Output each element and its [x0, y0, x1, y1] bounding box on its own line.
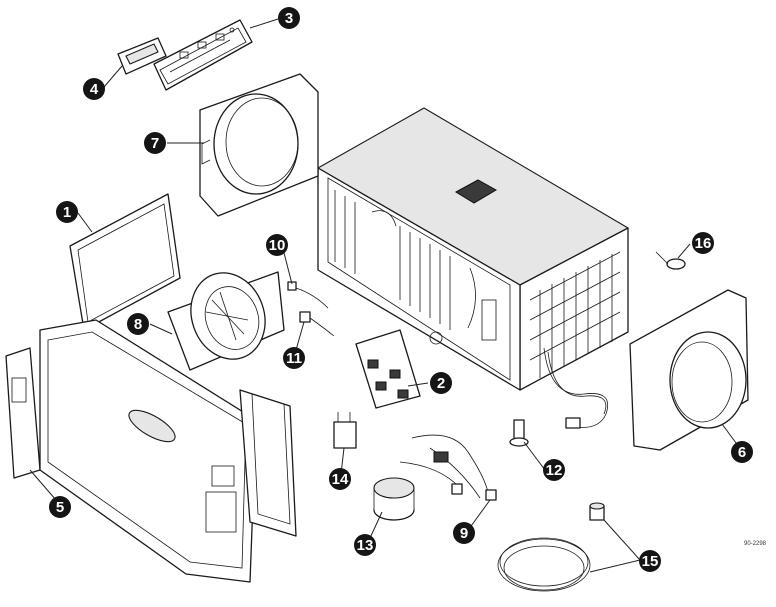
- callout-14: 14: [329, 468, 351, 490]
- callout-1-label: 1: [63, 204, 71, 221]
- callout-8-circle: [127, 313, 149, 335]
- front-duct-collar: [199, 73, 319, 217]
- front-cover-panel: [39, 319, 297, 583]
- callout-15-circle: [639, 550, 661, 572]
- callout-5-label: 5: [56, 499, 64, 516]
- callout-14-label: 14: [332, 471, 349, 488]
- callout-16: 16: [692, 232, 714, 254]
- callout-6-circle: [731, 441, 753, 463]
- callout-7-circle: [144, 132, 166, 154]
- rear-duct-collar: [629, 289, 749, 451]
- filter: [69, 193, 181, 331]
- callout-12-label: 12: [546, 462, 563, 479]
- callout-12: 12: [543, 459, 565, 481]
- callout-2: 2: [430, 372, 452, 394]
- callout-6-label: 6: [738, 444, 746, 461]
- callout-9-circle: [453, 522, 475, 544]
- small-capacitor: [333, 412, 357, 449]
- callout-8: 8: [127, 313, 149, 335]
- callout-13-label: 13: [357, 537, 374, 554]
- blower-assembly: [167, 271, 285, 371]
- callout-15: 15: [639, 550, 661, 572]
- callout-7-label: 7: [151, 135, 159, 152]
- callout-7: 7: [144, 132, 166, 154]
- callout-16-circle: [692, 232, 714, 254]
- callout-2-label: 2: [437, 375, 445, 392]
- run-capacitor: [373, 477, 415, 521]
- callout-13: 13: [354, 534, 376, 556]
- callout-3-label: 3: [285, 10, 293, 27]
- sensor-wire: [287, 281, 329, 309]
- control-board: [153, 19, 253, 91]
- callout-9-label: 9: [460, 525, 468, 542]
- callout-11-circle: [283, 347, 305, 369]
- callout-11-label: 11: [286, 350, 302, 367]
- callout-5: 5: [49, 496, 71, 518]
- callout-1: 1: [56, 201, 78, 223]
- callout-9: 9: [453, 522, 475, 544]
- wire-harness: [399, 434, 497, 501]
- display-panel: [117, 37, 167, 75]
- callout-1-circle: [56, 201, 78, 223]
- relay-board: [355, 329, 421, 409]
- callout-13-circle: [354, 534, 376, 556]
- callout-16-label: 16: [695, 235, 712, 252]
- figure-code: 90-2298: [744, 541, 767, 547]
- callout-6: 6: [731, 441, 753, 463]
- callout-11: 11: [283, 347, 305, 369]
- callout-10-circle: [266, 234, 288, 256]
- callout-4-circle: [83, 78, 105, 100]
- callout-3: 3: [278, 7, 300, 29]
- callout-8-label: 8: [134, 316, 142, 333]
- callout-15-label: 15: [642, 553, 659, 570]
- drain-hose: [497, 537, 591, 592]
- side-cover-panel: [5, 347, 41, 479]
- callout-3-circle: [278, 7, 300, 29]
- sensor: [299, 311, 335, 337]
- drain-fitting: [509, 419, 529, 447]
- knob: [655, 251, 686, 270]
- dehumidifier-cabinet: [317, 107, 629, 429]
- callout-12-circle: [543, 459, 565, 481]
- callout-10-label: 10: [269, 237, 286, 254]
- callout-10: 10: [266, 234, 288, 256]
- callout-5-circle: [49, 496, 71, 518]
- callout-14-circle: [329, 468, 351, 490]
- hose-fitting: [589, 502, 605, 521]
- callout-4: 4: [83, 78, 105, 100]
- callout-4-label: 4: [90, 81, 99, 98]
- callout-2-circle: [430, 372, 452, 394]
